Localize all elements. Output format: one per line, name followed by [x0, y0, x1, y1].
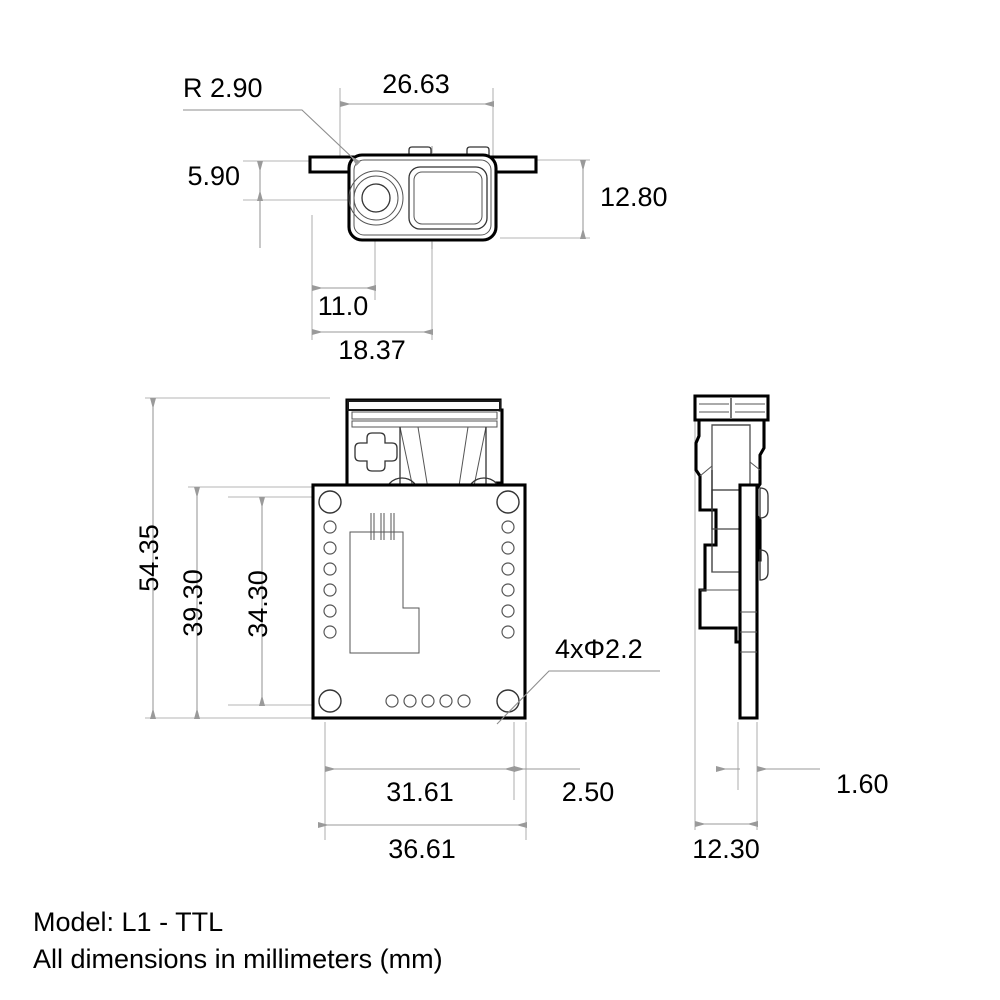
dim-front-edge-offset: 2.50: [514, 766, 615, 807]
dim-top-offset-height: 5.90: [187, 161, 263, 248]
pad-row-bottom: [385, 694, 471, 708]
mounting-hole-bottom-left: [318, 689, 342, 713]
notes-block: Model: L1 - TTL All dimensions in millim…: [33, 907, 443, 974]
top-view-lens-mid-ring: [353, 175, 399, 221]
mounting-hole-bottom-right: [496, 689, 520, 713]
dim-side-depth: 12.30: [692, 821, 760, 864]
dim-top-radius-label: R 2.90: [183, 73, 263, 103]
side-view-group: 1.60 12.30: [692, 394, 889, 864]
dim-top-lens-offset: 11.0: [312, 285, 376, 321]
sensor-lid-strip-3: [351, 420, 498, 428]
top-view-lens-outer-ring: [348, 170, 404, 226]
dim-top-body-offset-label: 18.37: [338, 335, 406, 365]
top-view-window-outer: [408, 166, 488, 230]
mounting-hole-top-left: [318, 490, 342, 514]
side-pcb-edge: [738, 483, 759, 720]
dim-front-hole-pitch-horizontal: 31.61: [325, 766, 515, 807]
dim-top-overall-height: 12.80: [580, 160, 668, 239]
pad-column-right: [501, 520, 515, 639]
dim-side-pcb-thickness-label: 1.60: [836, 769, 889, 799]
cross-aperture: [354, 432, 398, 472]
dim-front-hole-pitch-vertical-label: 34.30: [243, 570, 273, 638]
dim-front-hole-callout-label: 4xΦ2.2: [555, 634, 643, 664]
dim-top-width: 26.63: [340, 69, 494, 107]
top-view-lens-aperture: [361, 183, 391, 213]
dim-top-offset-height-label: 5.90: [187, 161, 240, 191]
top-view-tab-left: [408, 146, 432, 159]
top-view-window-inner: [413, 171, 483, 225]
pad-column-left: [323, 520, 337, 639]
dim-front-overall-width: 36.61: [318, 822, 527, 864]
dim-front-overall-height-label: 54.35: [134, 524, 164, 592]
dim-front-hole-pitch-horizontal-label: 31.61: [386, 777, 454, 807]
front-view-extension-lines: [145, 397, 527, 840]
front-view-group: 54.35 39.30 34.30 4xΦ2.2 31.61: [134, 397, 660, 864]
side-latch-upper: [759, 487, 769, 519]
dim-top-width-label: 26.63: [382, 69, 450, 99]
side-view-extension-lines: [694, 415, 758, 830]
dim-front-hole-pitch-vertical: 34.30: [243, 497, 273, 706]
dim-top-body-offset: 18.37: [312, 329, 433, 365]
top-view-tab-right: [466, 146, 490, 159]
note-model-label: Model: L1 - TTL: [33, 907, 223, 937]
dim-side-depth-label: 12.30: [692, 834, 760, 864]
dim-top-overall-height-label: 12.80: [600, 182, 668, 212]
component-footprint: [349, 531, 420, 654]
note-units-label: All dimensions in millimeters (mm): [33, 944, 443, 974]
side-latch-lower: [759, 549, 769, 581]
top-view-body: [347, 153, 498, 242]
dim-top-radius: R 2.90: [183, 73, 361, 166]
dim-front-overall-height: 54.35: [134, 398, 164, 719]
dim-front-hole-callout: 4xΦ2.2: [496, 634, 660, 725]
dim-side-pcb-thickness: 1.60: [716, 766, 889, 799]
dim-top-lens-offset-label: 11.0: [318, 291, 369, 321]
dim-front-edge-offset-label: 2.50: [562, 777, 615, 807]
pcb-board-outline: [311, 483, 527, 720]
dim-front-inner-height: 39.30: [178, 487, 208, 719]
mounting-hole-top-right: [496, 490, 520, 514]
top-view-group: R 2.90 26.63 5.90 12.80 11.0: [183, 69, 668, 365]
dim-front-inner-height-label: 39.30: [178, 569, 208, 637]
sensor-lid-strip-1: [347, 400, 501, 411]
sensor-lid-strip-2: [351, 411, 498, 420]
dim-front-overall-width-label: 36.61: [388, 834, 456, 864]
trace-lines: [370, 513, 395, 540]
